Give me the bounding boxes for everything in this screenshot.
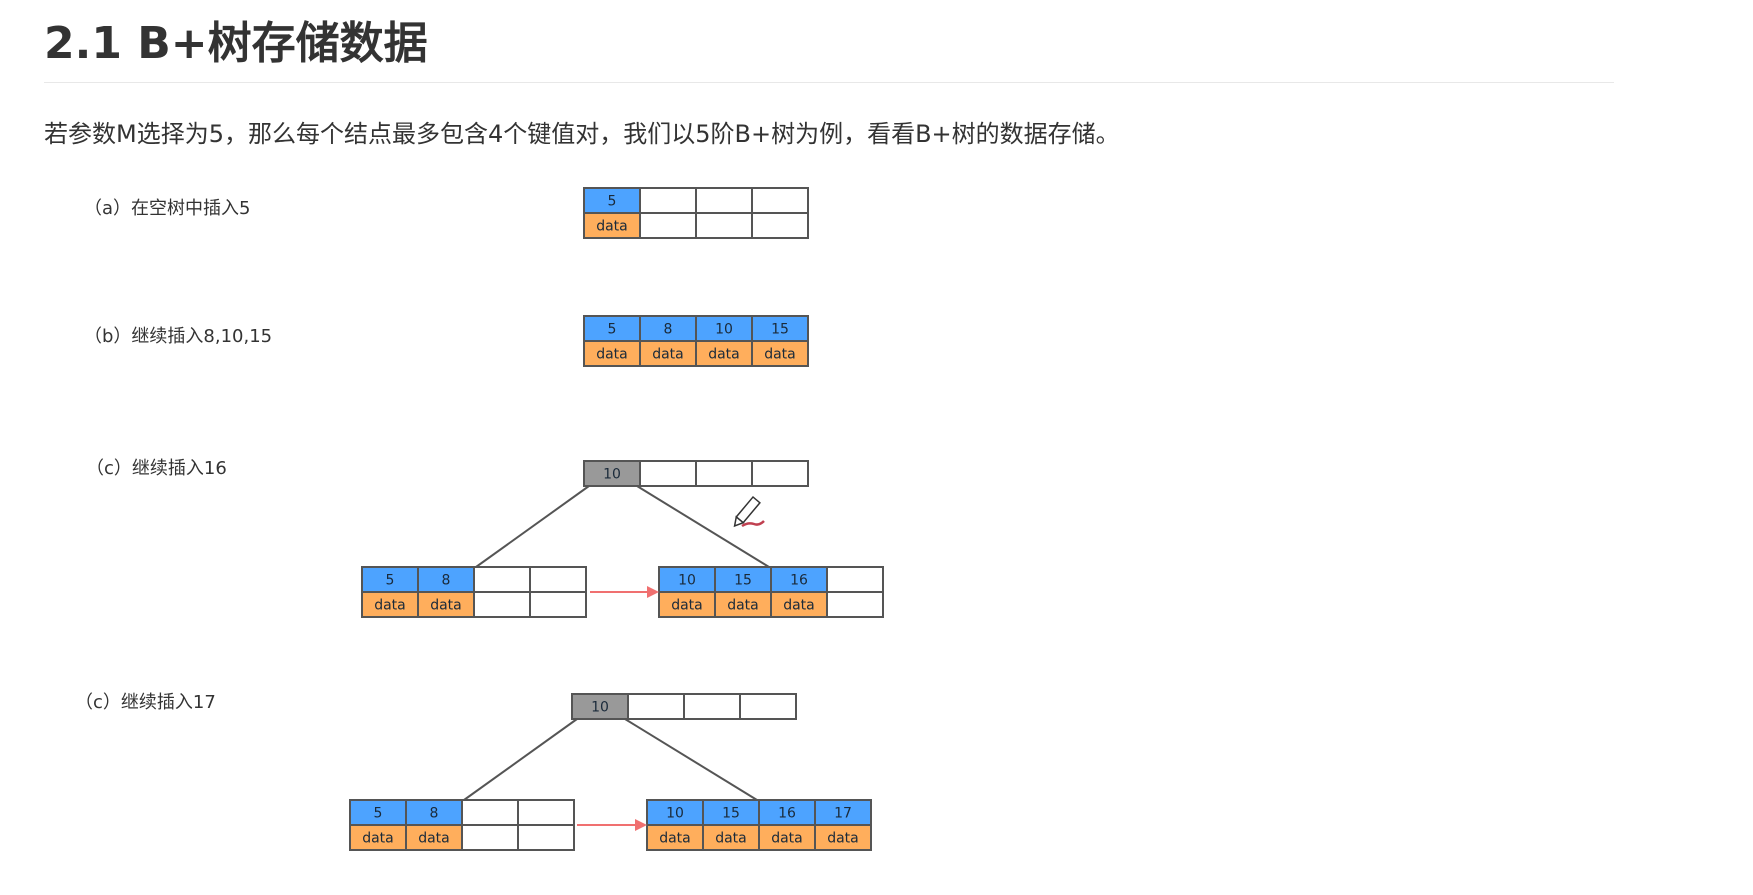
step2-leaf1-slot1-key-text: 15 xyxy=(734,573,752,589)
step1-leaf0-slot2-key-text: 10 xyxy=(715,322,733,338)
step1-leaf0-slot2-data-text: data xyxy=(708,347,740,363)
step3-leaf0-slot1-key-text: 8 xyxy=(430,806,439,822)
step2-leaf1-slot2-key-cell xyxy=(770,566,828,593)
step3-leaf0-slot0-key-text: 5 xyxy=(374,806,383,822)
step3-leaf0-slot1-data-text: data xyxy=(418,831,450,847)
step0-leaf0-slot2-empty-key-cell xyxy=(695,187,753,214)
step3-leaf0-slot2-empty-data-cell xyxy=(461,824,519,851)
step3-leaf1-slot0-key-text: 10 xyxy=(666,806,684,822)
page-title: 2.1 B+树存储数据 xyxy=(44,18,428,69)
step3-leaf1-slot2-key-cell xyxy=(758,799,816,826)
step2-leaf-link-arrow-head xyxy=(647,586,659,598)
step2-leaf1-slot2-key-text: 16 xyxy=(790,573,808,589)
step2-leaf0-slot3-empty-key-cell xyxy=(529,566,587,593)
step0-leaf0-slot0-key-text: 5 xyxy=(608,194,617,210)
step2-leaf1-slot1-data-text: data xyxy=(727,598,759,614)
step3-leaf0-slot3-empty-key-cell xyxy=(517,799,575,826)
step2-leaf0-slot0-key-text: 5 xyxy=(386,573,395,589)
step2-leaf0-slot1-key-cell xyxy=(417,566,475,593)
step0-leaf0-slot2-empty-data-cell xyxy=(695,212,753,239)
step3-internal-slot3-empty-cell xyxy=(739,693,797,720)
step2-leaf0-slot2-empty-data-cell xyxy=(473,591,531,618)
step2-leaf1-slot3-empty-key-cell xyxy=(826,566,884,593)
step1-leaf0-slot0-data-cell xyxy=(583,340,641,367)
step3-leaf1-slot2-data-cell xyxy=(758,824,816,851)
step3-leaf1-slot1-data-text: data xyxy=(715,831,747,847)
step3-tree-edge-0 xyxy=(463,718,578,801)
step-label-c1: （c）继续插入16 xyxy=(86,458,227,479)
step2-leaf1-slot0-data-text: data xyxy=(671,598,703,614)
step1-leaf0-slot1-data-text: data xyxy=(652,347,684,363)
step1-leaf0-slot0-data-text: data xyxy=(596,347,628,363)
step2-leaf0-slot0-data-cell xyxy=(361,591,419,618)
step2-leaf1-slot2-data-text: data xyxy=(783,598,815,614)
scribble-mark xyxy=(741,520,765,528)
step1-leaf0-slot3-data-cell xyxy=(751,340,809,367)
step2-leaf0-slot1-key-text: 8 xyxy=(442,573,451,589)
step3-leaf0-slot0-data-text: data xyxy=(362,831,394,847)
step0-leaf0-slot3-empty-data-cell xyxy=(751,212,809,239)
step2-internal-slot1-empty-cell xyxy=(639,460,697,487)
step2-leaf1-slot0-key-text: 10 xyxy=(678,573,696,589)
step1-leaf0-slot3-key-text: 15 xyxy=(771,322,789,338)
step0-leaf0-slot1-empty-key-cell xyxy=(639,187,697,214)
step3-leaf1-slot1-key-text: 15 xyxy=(722,806,740,822)
step2-tree-edge-1 xyxy=(636,485,770,568)
title-divider xyxy=(44,82,1614,83)
step0-leaf0-slot1-empty-data-cell xyxy=(639,212,697,239)
step3-leaf-link-arrow-head xyxy=(635,819,647,831)
step3-leaf1-slot2-data-text: data xyxy=(771,831,803,847)
step3-leaf1-slot0-data-text: data xyxy=(659,831,691,847)
step2-internal-slot3-empty-cell xyxy=(751,460,809,487)
step3-leaf1-slot3-data-text: data xyxy=(827,831,859,847)
step1-leaf0-slot3-data-text: data xyxy=(764,347,796,363)
step2-leaf0-slot2-empty-key-cell xyxy=(473,566,531,593)
step0-leaf0-slot0-data-text: data xyxy=(596,219,628,235)
step2-tree-edge-0 xyxy=(475,485,590,568)
step1-leaf0-slot1-key-text: 8 xyxy=(664,322,673,338)
step1-leaf0-slot1-key-cell xyxy=(639,315,697,342)
step3-internal-slot0-key-text: 10 xyxy=(591,700,609,716)
step3-tree-edge-1 xyxy=(624,718,758,801)
step0-leaf0-slot3-empty-key-cell xyxy=(751,187,809,214)
step3-leaf1-slot1-key-cell xyxy=(702,799,760,826)
step3-leaf1-slot0-key-cell xyxy=(646,799,704,826)
step2-leaf1-slot3-empty-data-cell xyxy=(826,591,884,618)
step2-leaf0-slot1-data-text: data xyxy=(430,598,462,614)
step2-leaf0-slot0-data-text: data xyxy=(374,598,406,614)
step-label-a: （a）在空树中插入5 xyxy=(84,198,251,219)
step3-internal-slot2-empty-cell xyxy=(683,693,741,720)
step3-leaf0-slot1-key-cell xyxy=(405,799,463,826)
step1-leaf0-slot1-data-cell xyxy=(639,340,697,367)
step2-internal-slot0-key-text: 10 xyxy=(603,467,621,483)
step1-leaf0-slot2-key-cell xyxy=(695,315,753,342)
pencil-cursor-icon xyxy=(733,495,765,528)
step3-leaf0-slot3-empty-data-cell xyxy=(517,824,575,851)
step1-leaf0-slot0-key-text: 5 xyxy=(608,322,617,338)
step2-leaf0-slot3-empty-data-cell xyxy=(529,591,587,618)
step0-leaf0-slot0-data-cell xyxy=(583,212,641,239)
step3-leaf1-slot3-key-text: 17 xyxy=(834,806,852,822)
step2-leaf1-slot0-data-cell xyxy=(658,591,716,618)
step3-leaf0-slot1-data-cell xyxy=(405,824,463,851)
step-label-c2: （c）继续插入17 xyxy=(75,692,216,713)
step3-leaf1-slot3-key-cell xyxy=(814,799,872,826)
intro-paragraph: 若参数M选择为5，那么每个结点最多包含4个键值对，我们以5阶B+树为例，看看B+… xyxy=(44,120,1120,148)
step3-internal-slot1-empty-cell xyxy=(627,693,685,720)
step2-internal-slot2-empty-cell xyxy=(695,460,753,487)
step3-leaf0-slot2-empty-key-cell xyxy=(461,799,519,826)
step2-leaf1-slot0-key-cell xyxy=(658,566,716,593)
step3-leaf1-slot2-key-text: 16 xyxy=(778,806,796,822)
step3-leaf1-slot3-data-cell xyxy=(814,824,872,851)
step-label-b: （b）继续插入8,10,15 xyxy=(84,326,273,347)
